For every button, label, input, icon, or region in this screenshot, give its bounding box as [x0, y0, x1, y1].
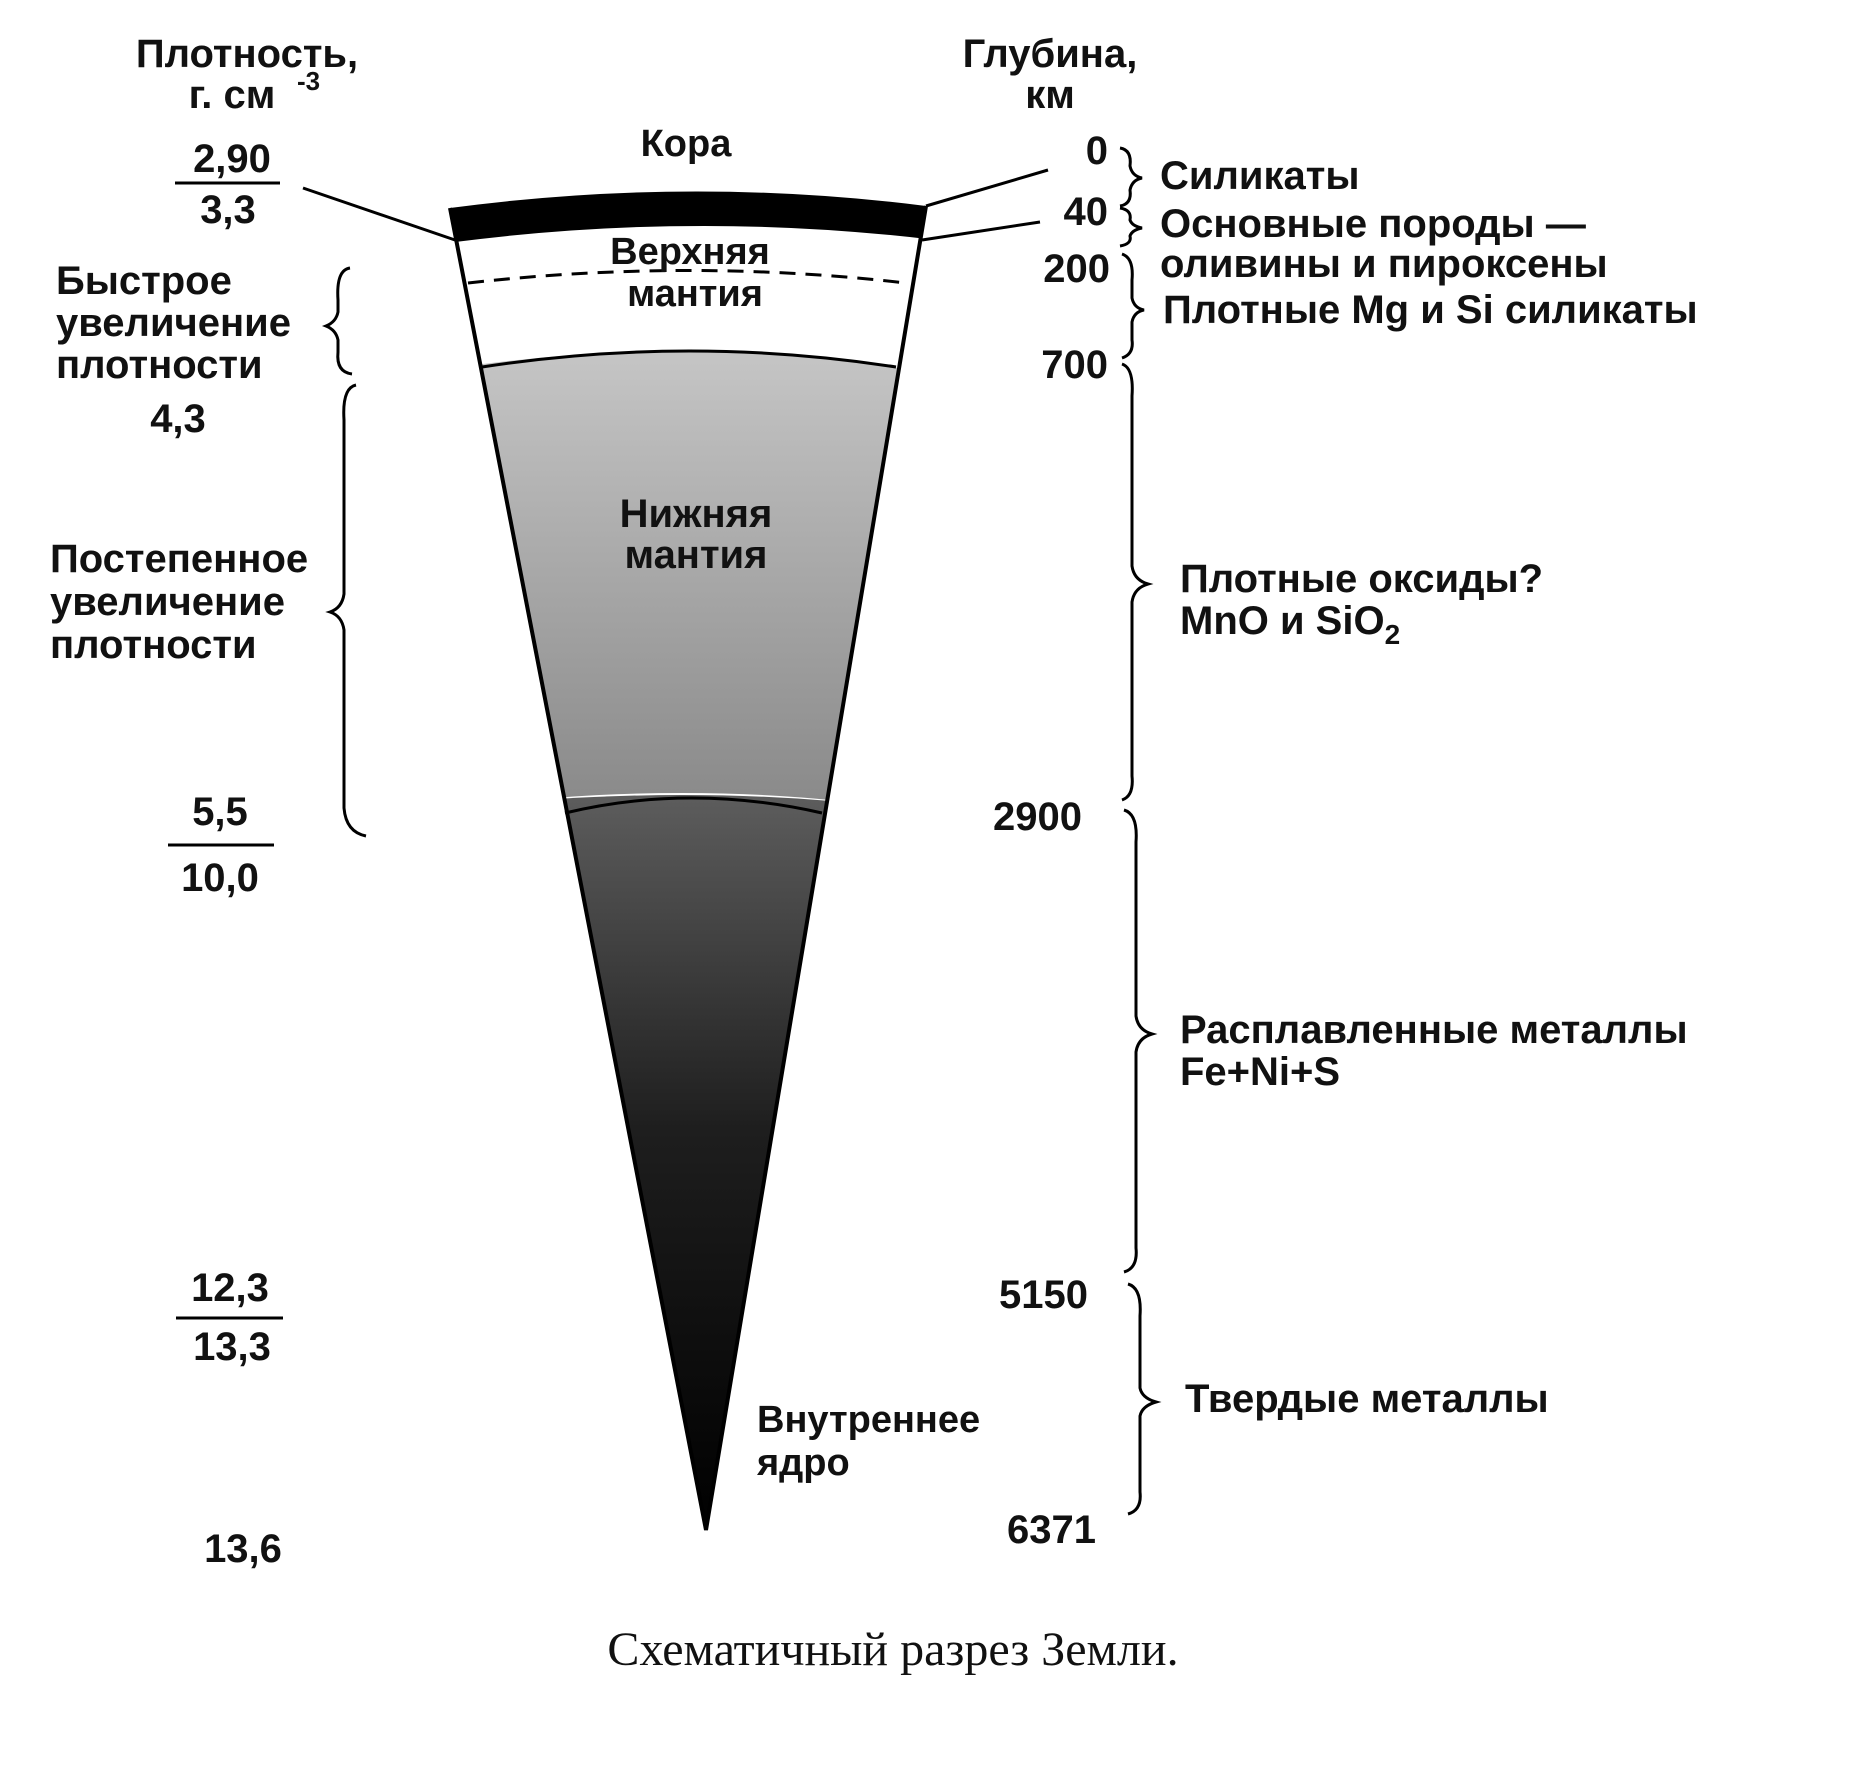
molten-metals-label-line2: Fe+Ni+S: [1180, 1050, 1340, 1094]
molten-metals-label-line1: Расплавленные металлы: [1180, 1008, 1688, 1052]
density-header-line2: г. см: [189, 73, 276, 117]
density-700: 4,3: [150, 397, 206, 441]
gradual-increase-line3: плотности: [50, 623, 257, 667]
dense-oxides-label-line2: MnO и SiO2: [1180, 599, 1400, 650]
depth-leader-line-40: [921, 220, 1041, 242]
silicates-brace: [1119, 146, 1143, 208]
depth-0: 0: [1086, 129, 1108, 173]
rapid-increase-line1: Быстрое: [56, 259, 232, 303]
density-header-line1: Плотность,: [136, 32, 358, 76]
silicates-label: Силикаты: [1160, 154, 1360, 198]
depth-700: 700: [1041, 343, 1108, 387]
crust-band: [450, 191, 926, 244]
basic-rocks-brace: [1119, 206, 1143, 248]
basic-rocks-label-line2: оливины и пироксены: [1160, 242, 1608, 286]
depth-2900: 2900: [993, 795, 1082, 839]
gradual-increase-line2: увеличение: [50, 580, 285, 624]
solid-metals-label: Твердые металлы: [1185, 1377, 1549, 1421]
lower-mantle-region: [450, 351, 910, 810]
gradual-increase-brace: [325, 383, 367, 838]
basic-rocks-label-line1: Основные породы —: [1160, 202, 1586, 246]
rapid-increase-line2: увеличение: [56, 301, 291, 345]
depth-leader-line-0: [925, 168, 1049, 208]
depth-200: 200: [1043, 247, 1110, 291]
depth-column: Глубина, км 0 40 200 700 2900 5150 6371: [963, 32, 1162, 1552]
dense-silicates-label: Плотные Mg и Si силикаты: [1163, 288, 1698, 332]
density-inner-core-bottom: 13,3: [193, 1325, 271, 1369]
depth-6371: 6371: [1007, 1508, 1096, 1552]
upper-mantle-dashed-boundary: [467, 269, 907, 285]
density-cmb-top: 5,5: [192, 790, 248, 834]
figure-caption: Схематичный разрез Земли.: [607, 1623, 1178, 1676]
dense-oxides-label-line1: Плотные оксиды?: [1180, 557, 1543, 601]
earth-wedge: [448, 191, 928, 1531]
dense-silicates-brace: [1121, 252, 1145, 360]
density-center: 13,6: [204, 1527, 282, 1571]
gradual-increase-line1: Постепенное: [50, 537, 308, 581]
core-mantle-boundary: [564, 796, 823, 815]
density-crust-bottom: 3,3: [200, 188, 256, 232]
density-cmb-bottom: 10,0: [181, 856, 259, 900]
solid-metals-brace: [1127, 1282, 1162, 1516]
density-inner-core-top: 12,3: [191, 1266, 269, 1310]
inner-core-label-line2: ядро: [756, 1442, 850, 1484]
depth-header-line2: км: [1025, 73, 1075, 117]
inner-core-label-line1: Внутреннее: [757, 1399, 980, 1441]
wedge-outline: [448, 205, 928, 1531]
dense-oxides-brace: [1121, 362, 1154, 802]
density-column: Плотность, г. см -3 2,90 3,3 4,3 5,5 10,…: [50, 32, 367, 1571]
depth-40: 40: [1064, 190, 1109, 234]
mantle-boundary-700: [481, 349, 897, 369]
dense-oxides-formula: MnO и SiO: [1180, 599, 1385, 643]
depth-5150: 5150: [999, 1273, 1088, 1317]
rapid-increase-brace: [321, 266, 353, 376]
upper-mantle-label-line2: мантия: [627, 273, 763, 315]
rapid-increase-line3: плотности: [56, 343, 263, 387]
dense-oxides-subscript: 2: [1385, 619, 1401, 650]
lower-mantle-label-line2: мантия: [625, 533, 768, 577]
density-header-exponent: -3: [297, 66, 320, 96]
upper-mantle-label-line1: Верхняя: [610, 231, 770, 273]
density-crust-top: 2,90: [193, 137, 271, 181]
density-leader-line: [302, 186, 456, 242]
composition-labels: Силикаты Основные породы — оливины и пир…: [1160, 154, 1698, 1421]
molten-metals-brace: [1123, 808, 1158, 1274]
lower-mantle-label-line1: Нижняя: [620, 492, 773, 536]
depth-header-line1: Глубина,: [963, 32, 1138, 76]
crust-label: Кора: [641, 123, 733, 165]
